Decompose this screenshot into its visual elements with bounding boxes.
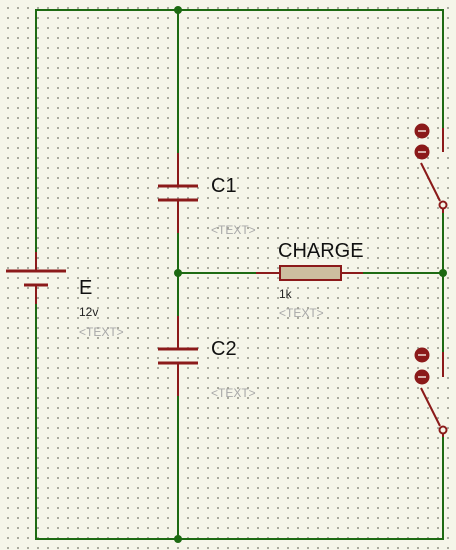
- resistor-text-placeholder: <TEXT>: [279, 306, 324, 320]
- junction-middle: [174, 269, 182, 277]
- battery-symbol: [6, 252, 66, 304]
- switch-lower: [414, 347, 448, 437]
- c1-text-placeholder: <TEXT>: [211, 223, 256, 237]
- capacitor-c1-symbol: [158, 153, 198, 233]
- resistor-symbol: [256, 265, 363, 281]
- c1-ref-label: C1: [211, 175, 237, 197]
- c2-text-placeholder: <TEXT>: [211, 386, 256, 400]
- resistor-ref-label: CHARGE: [278, 240, 364, 262]
- switch-upper: [414, 123, 448, 213]
- capacitor-c2-symbol: [158, 316, 198, 396]
- battery-value-label: 12v: [79, 305, 99, 319]
- resistor-value-label: 1k: [279, 287, 292, 301]
- junction-right: [439, 269, 447, 277]
- c2-ref-label: C2: [211, 338, 237, 360]
- battery-ref-label: E: [79, 277, 93, 299]
- junction-top: [174, 6, 182, 14]
- junction-bottom: [174, 535, 182, 543]
- battery-text-placeholder: <TEXT>: [79, 325, 124, 339]
